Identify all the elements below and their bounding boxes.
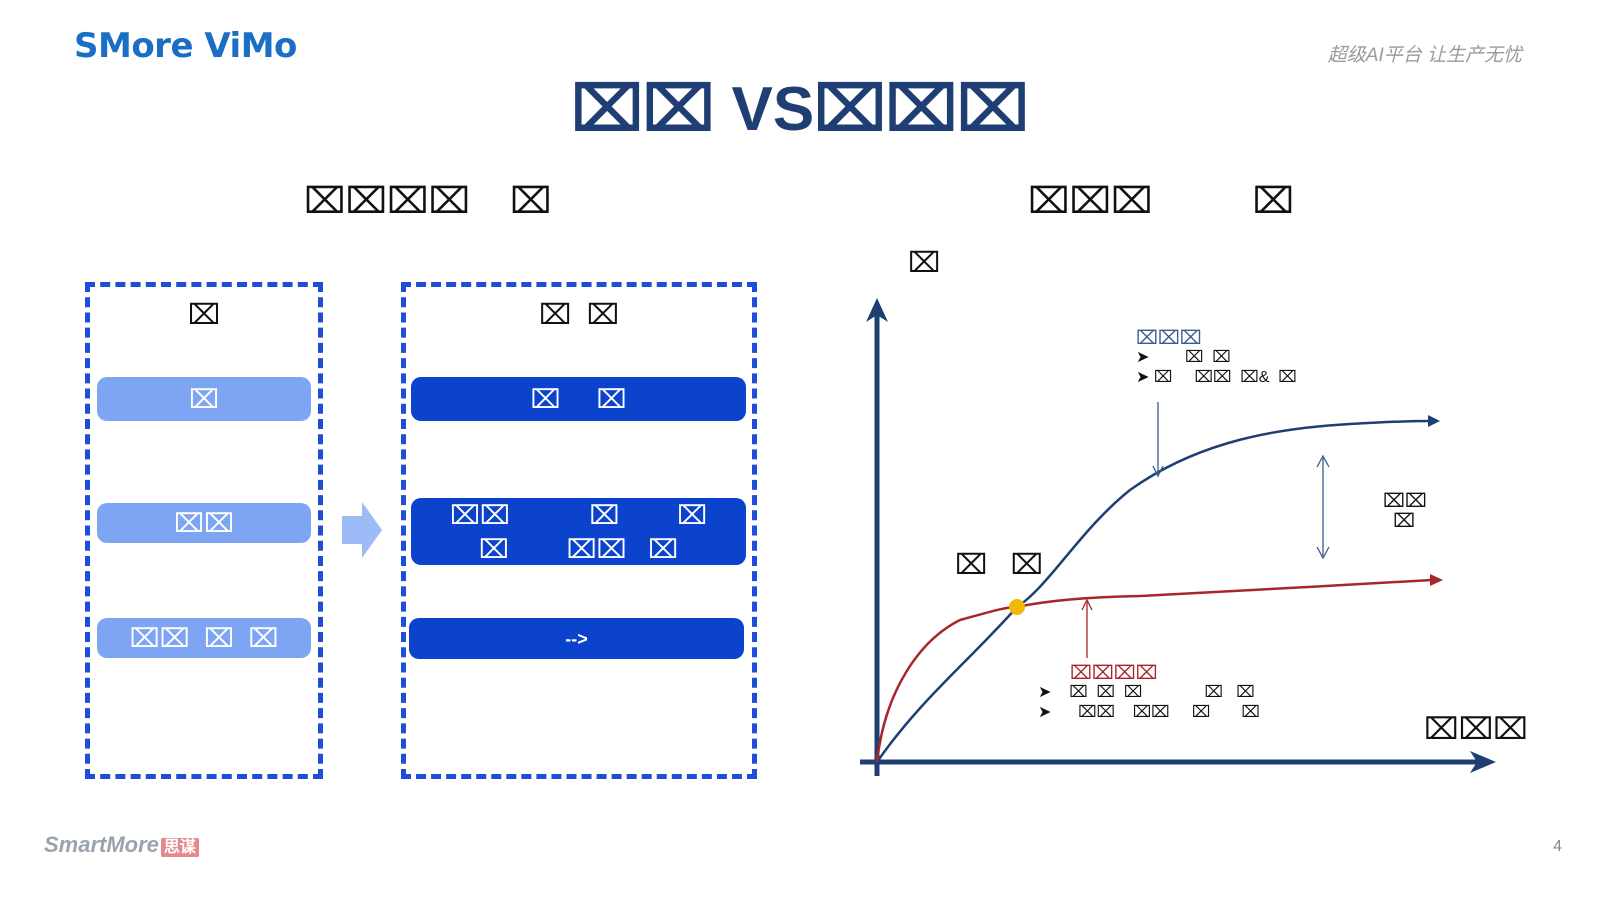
x-axis-label: ⌧⌧⌧ [1424, 713, 1528, 746]
red-curve-arrowhead [1430, 574, 1443, 586]
blue-note-bullet-2: ➤ ⌧ ⌧⌧ ⌧& ⌧ [1136, 369, 1297, 386]
blue-curve-arrowhead [1428, 415, 1440, 427]
left-panel [85, 282, 323, 779]
intersection-label: ⌧ ⌧ [955, 549, 1043, 580]
right-bar-1: ⌧ ⌧ [411, 377, 746, 421]
y-axis-label: ⌧ [908, 247, 941, 278]
gap-label: ⌧⌧ ⌧ [1383, 491, 1427, 532]
y-axis-arrowhead [866, 298, 888, 322]
x-axis-arrowhead [1470, 751, 1496, 773]
page-number: 4 [1553, 838, 1562, 855]
red-curve [875, 578, 1433, 763]
right-panel [401, 282, 757, 779]
right-panel-header: ⌧ ⌧ [538, 299, 620, 330]
slogan-text: 超级AI平台 让生产无忧 [1327, 45, 1522, 66]
blue-note-bullet-1: ➤ ⌧ ⌧ [1136, 349, 1231, 366]
left-subtitle: ⌧⌧⌧⌧ ⌧ [304, 180, 552, 221]
right-arrow-icon [342, 502, 382, 558]
smore-vimo-logo: SMore ViMo [74, 26, 297, 66]
right-bar-3: --> [409, 618, 744, 659]
left-bar-3: ⌧⌧ ⌧ ⌧ [97, 618, 311, 658]
slide-title: ⌧⌧ VS⌧⌧⌧ [571, 75, 1029, 144]
left-bar-1: ⌧ [97, 377, 311, 421]
blue-curve [875, 419, 1433, 763]
left-panel-header: ⌧ [187, 299, 221, 330]
right-subtitle: ⌧⌧⌧ ⌧ [1028, 180, 1294, 221]
blue-note-title: ⌧⌧⌧ [1136, 328, 1202, 349]
red-note-bullet-2: ➤ ⌧⌧ ⌧⌧ ⌧ ⌧ [1038, 704, 1260, 721]
red-note-title: ⌧⌧⌧⌧ [1070, 663, 1158, 684]
right-bar-2: ⌧⌧ ⌧ ⌧ ⌧ ⌧⌧ ⌧ [411, 498, 746, 565]
intersection-point [1009, 599, 1025, 615]
left-bar-2: ⌧⌧ [97, 503, 311, 543]
red-note-bullet-1: ➤ ⌧ ⌧ ⌧ ⌧ ⌧ [1038, 684, 1255, 701]
